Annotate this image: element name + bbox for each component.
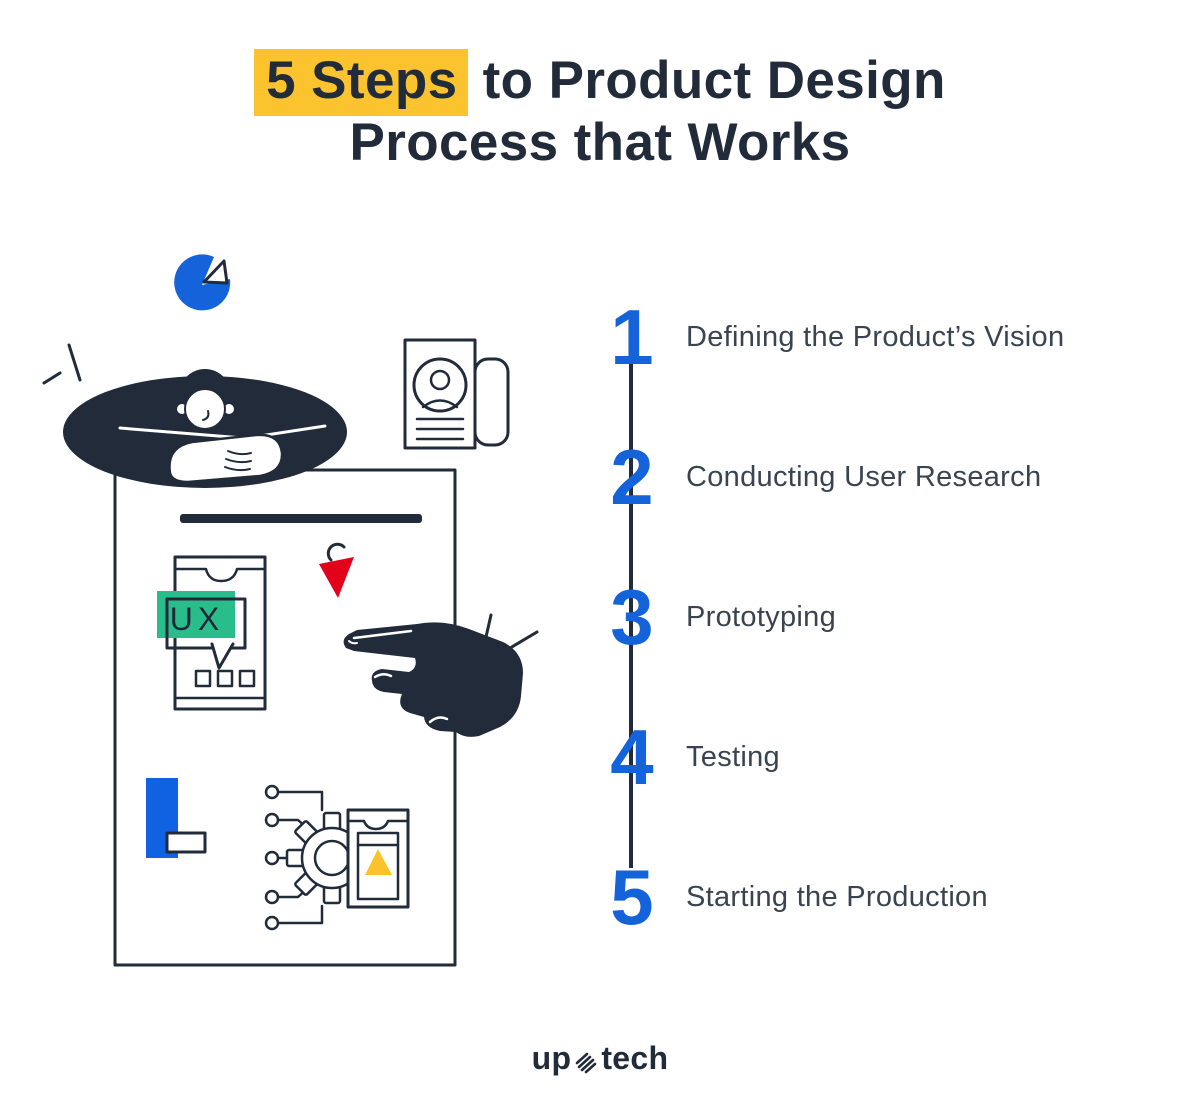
step-item-3: 3 Prototyping [600, 575, 836, 659]
uptech-logo: up tech [0, 1040, 1200, 1077]
step-item-4: 4 Testing [600, 715, 780, 799]
step-item-1: 1 Defining the Product’s Vision [600, 295, 1064, 379]
title-line-1: 5 Steps to Product Design [0, 49, 1200, 116]
person-leaning [63, 369, 347, 488]
ux-label: UX [170, 601, 224, 637]
smartphone-ux-icon: UX [157, 555, 267, 711]
step-4-label: Testing [686, 740, 780, 773]
title-line1-rest: to Product Design [467, 51, 946, 110]
step-5-label: Starting the Production [686, 880, 988, 913]
step-3-number: 3 [610, 572, 654, 661]
sparkle-lines-left [42, 343, 82, 385]
step-item-5: 5 Starting the Production [600, 855, 988, 939]
logo-prefix: up [531, 1040, 572, 1076]
logo-suffix: tech [601, 1040, 669, 1076]
step-1-label: Defining the Product’s Vision [686, 320, 1065, 353]
step-item-2: 2 Conducting User Research [600, 435, 1041, 519]
production-phone-icon [346, 808, 410, 909]
step-2-number: 2 [610, 432, 654, 521]
pointing-hand-icon [343, 622, 523, 737]
pie-chart-icon [174, 254, 231, 311]
sparkle-lines-right [484, 613, 539, 653]
step-5-number: 5 [610, 852, 654, 941]
title-highlight: 5 Steps [254, 49, 468, 116]
step-3-label: Prototyping [686, 600, 836, 633]
step-1-number: 1 [610, 292, 654, 381]
illustration: UX [42, 254, 539, 967]
title-line-2: Process that Works [349, 113, 851, 172]
cursor-click-icon [319, 542, 354, 598]
step-2-label: Conducting User Research [686, 460, 1042, 493]
ux-speech-bubble: UX [157, 591, 247, 670]
logo-spring-icon [576, 1052, 597, 1073]
page-title: 5 Steps to Product Design Process that W… [0, 49, 1200, 174]
bar-shape [146, 778, 207, 858]
step-4-number: 4 [610, 712, 654, 801]
persona-document-icon [403, 338, 510, 450]
title-bar-placeholder [180, 514, 422, 523]
timeline-connector [629, 360, 633, 868]
